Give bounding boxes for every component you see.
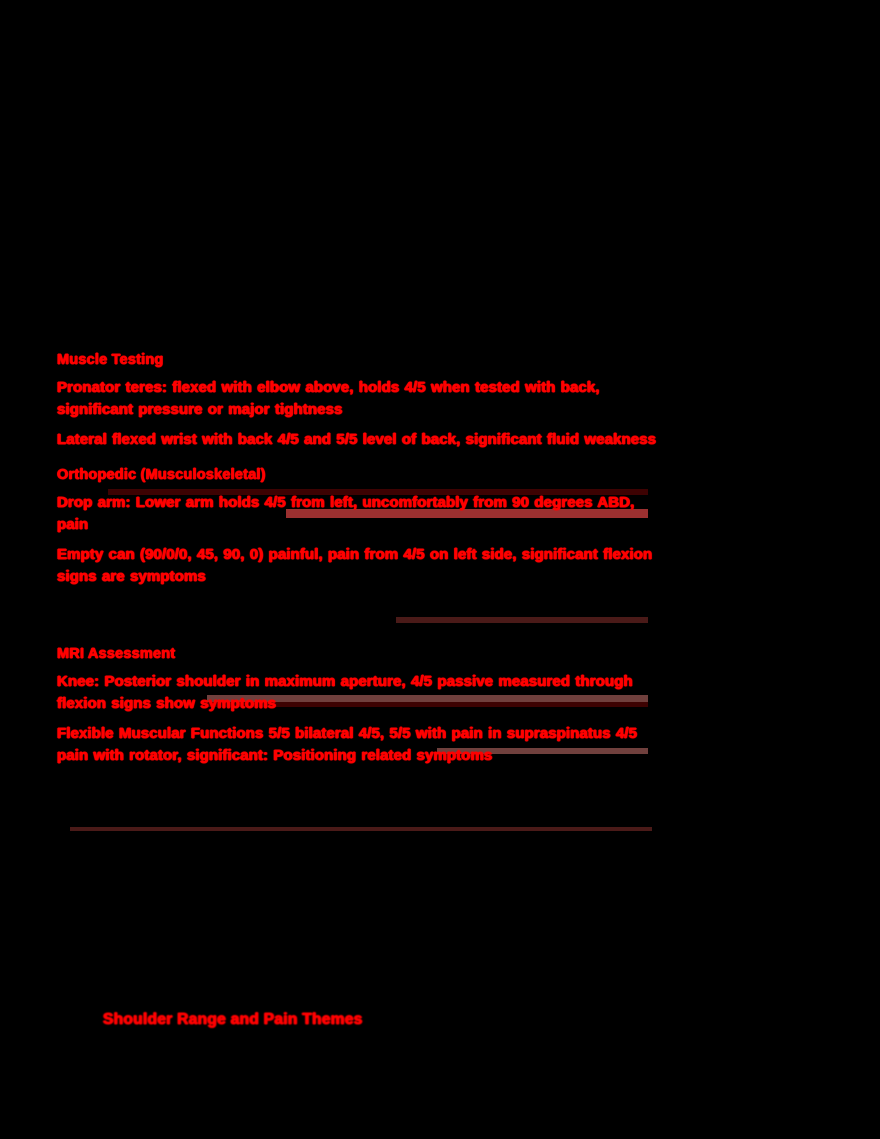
redaction-rule-7	[70, 827, 652, 831]
section-heading: Muscle Testing	[57, 352, 164, 368]
paragraph: Empty can (90/0/0, 45, 90, 0) painful, p…	[57, 546, 653, 585]
section-heading: Orthopedic (Musculoskeletal)	[57, 467, 266, 483]
section-orthopedic: Orthopedic (Musculoskeletal) Drop arm: L…	[57, 467, 657, 588]
document-body: Muscle Testing Pronator teres: flexed wi…	[57, 352, 657, 767]
section-heading: MRI Assessment	[57, 646, 176, 662]
paragraph: Knee: Posterior shoulder in maximum aper…	[57, 673, 633, 712]
paragraph: Drop arm: Lower arm holds 4/5 from left,…	[57, 494, 635, 533]
paragraph: Pronator teres: flexed with elbow above,…	[57, 379, 600, 418]
paragraph: Lateral flexed wrist with back 4/5 and 5…	[57, 431, 657, 448]
paragraph: Flexible Muscular Functions 5/5 bilatera…	[57, 725, 638, 764]
page-caption: Shoulder Range and Pain Themes	[103, 1011, 363, 1028]
section-muscle-testing: Muscle Testing Pronator teres: flexed wi…	[57, 352, 657, 451]
section-mri-assessment: MRI Assessment Knee: Posterior shoulder …	[57, 646, 657, 767]
